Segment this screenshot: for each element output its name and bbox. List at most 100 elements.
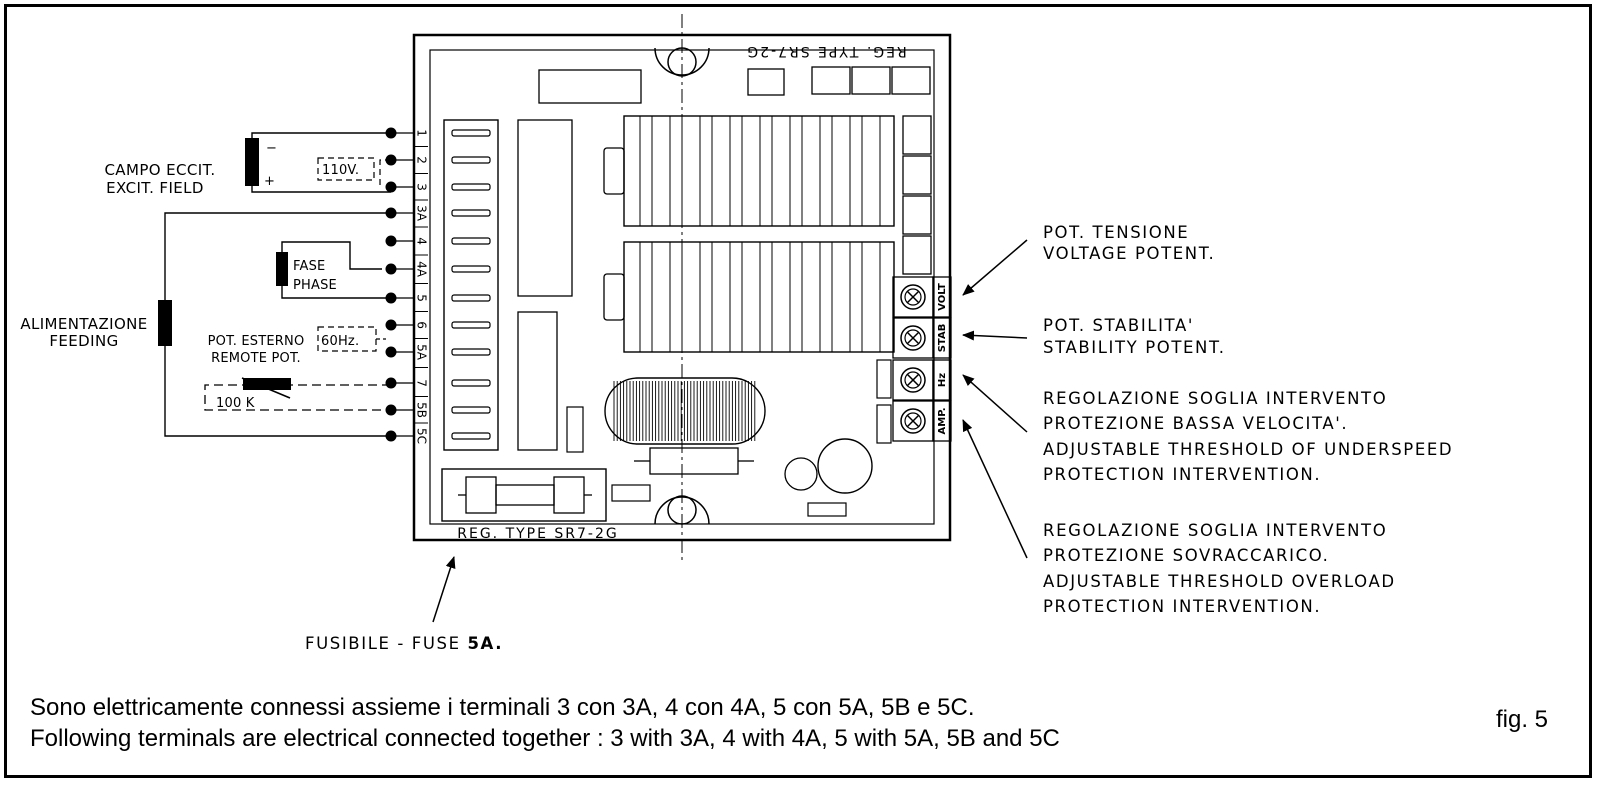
mounting-hole-top <box>654 47 710 77</box>
bottom-component <box>611 484 651 502</box>
underspeed-line-2: PROTEZIONE BASSA VELOCITA'. <box>1043 414 1348 433</box>
note-english: Following terminals are electrical conne… <box>30 725 1060 752</box>
exciter-minus: − <box>266 141 277 156</box>
pot-hz[interactable]: Hz <box>892 359 952 401</box>
underspeed-line-3: ADJUSTABLE THRESHOLD OF UNDERSPEED <box>1043 440 1453 459</box>
terminal-label-4A: 4A <box>415 261 429 278</box>
label-110v: 110V. <box>322 163 359 178</box>
underspeed-label: REGOLAZIONE SOGLIA INTERVENTO PROTEZIONE… <box>1043 389 1453 484</box>
remote-pot-label-en: REMOTE POT. <box>211 351 301 366</box>
remote-potentiometer: 100 K <box>204 377 391 411</box>
voltage-pot-label-it: POT. TENSIONE <box>1043 223 1189 242</box>
remote-pot-label-it: POT. ESTERNO <box>208 334 305 349</box>
fuse-arrow <box>432 556 456 623</box>
terminal-block <box>443 119 499 451</box>
underspeed-line-4: PROTECTION INTERVENTION. <box>1043 465 1321 484</box>
right-box-1 <box>902 115 932 155</box>
pot-side-component-2 <box>876 404 892 444</box>
capacitor-small <box>784 457 818 491</box>
mounting-hole-bottom <box>654 495 710 525</box>
stability-pot-label-it: POT. STABILITA' <box>1043 316 1194 335</box>
phase-label-en: PHASE <box>293 278 337 293</box>
coil <box>604 377 766 475</box>
overload-line-2: PROTEZIONE SOVRACCARICO. <box>1043 546 1329 565</box>
terminal-label-3: 3 <box>415 183 429 191</box>
terminal-dot-6 <box>385 319 397 331</box>
top-block-3 <box>891 66 931 95</box>
fuse-holder <box>441 468 607 522</box>
ic-lower <box>517 311 558 451</box>
hz60-jumper: 60Hz. <box>317 326 386 352</box>
terminal-label-6: 6 <box>415 321 429 329</box>
exciter-label-en: EXCIT. FIELD <box>106 179 204 197</box>
bottom-small-component <box>807 502 847 517</box>
stability-pot-label-en: STABILITY POTENT. <box>1043 338 1226 357</box>
feeding-label-en: FEEDING <box>49 332 118 350</box>
overload-line-4: PROTECTION INTERVENTION. <box>1043 597 1321 616</box>
heatsink-lower <box>603 241 895 353</box>
terminal-dot-7 <box>385 377 397 389</box>
ic-upper <box>517 119 573 297</box>
pot-label-volt: VOLT <box>937 283 948 311</box>
label-100k: 100 K <box>216 396 255 411</box>
terminal-label-5B: 5B <box>415 402 429 418</box>
terminal-connections <box>385 127 414 442</box>
pot-volt[interactable]: VOLT <box>892 276 952 318</box>
exciter-label-it: CAMPO ECCIT. <box>104 161 215 179</box>
terminal-label-3A: 3A <box>415 205 429 222</box>
overload-label: REGOLAZIONE SOGLIA INTERVENTO PROTEZIONE… <box>1043 521 1396 616</box>
overload-arrow <box>962 419 1028 559</box>
pot-stab[interactable]: STAB <box>892 317 952 359</box>
figure-frame <box>4 4 1592 778</box>
underspeed-line-1: REGOLAZIONE SOGLIA INTERVENTO <box>1043 389 1387 408</box>
pot-label-stab: STAB <box>937 324 948 353</box>
terminal-labels: 1 2 3 3A 4 4A 5 6 5A 7 5B 5C <box>414 129 429 444</box>
pot-side-component-1 <box>876 359 892 399</box>
top-block-1 <box>811 66 851 95</box>
voltage-pot-label-en: VOLTAGE POTENT. <box>1043 244 1215 263</box>
terminal-dot-4 <box>385 235 397 247</box>
terminal-label-5A: 5A <box>415 344 429 361</box>
feeding-loop <box>158 212 391 437</box>
right-box-2 <box>902 155 932 195</box>
feeding-label-it: ALIMENTAZIONE <box>20 315 147 333</box>
terminal-label-4: 4 <box>415 237 429 245</box>
exciter-plus: + <box>264 174 275 189</box>
capacitor-large <box>817 438 873 494</box>
fuse-label: FUSIBILE - FUSE 5A. <box>305 634 503 653</box>
right-box-4 <box>902 235 932 275</box>
voltage-pot-arrow <box>962 239 1028 296</box>
label-60hz: 60Hz. <box>321 334 359 349</box>
pot-label-amp: AMP. <box>937 408 948 435</box>
top-block-2 <box>851 66 891 95</box>
regulator-board: REG. TYPE SR7-2G REG. TYPE SR7-2G 1 2 3 3A 4… <box>412 33 952 542</box>
board-label-top: REG. TYPE SR7-2G <box>745 43 907 59</box>
figure-label: fig. 5 <box>1496 706 1549 733</box>
note-italian: Sono elettricamente connessi assieme i t… <box>30 694 975 721</box>
phase-connection: FASE PHASE <box>276 241 391 299</box>
notes: Sono elettricamente connessi assieme i t… <box>30 692 1060 754</box>
terminal-label-7: 7 <box>415 379 429 387</box>
exciter-field-winding: − + 110V. <box>245 132 391 193</box>
heatsink-upper <box>603 115 895 227</box>
terminal-dot-3 <box>385 181 397 193</box>
top-component-chip <box>538 69 642 104</box>
pot-amp[interactable]: AMP. <box>892 400 952 442</box>
stability-pot-arrow <box>962 330 1028 341</box>
terminal-dot-4A <box>385 263 397 275</box>
phase-label-it: FASE <box>293 259 325 274</box>
terminal-label-2: 2 <box>415 156 429 164</box>
overload-line-3: ADJUSTABLE THRESHOLD OVERLOAD <box>1043 572 1396 591</box>
overload-line-1: REGOLAZIONE SOGLIA INTERVENTO <box>1043 521 1387 540</box>
right-box-3 <box>902 195 932 235</box>
pot-label-hz: Hz <box>937 373 948 387</box>
terminal-label-5C: 5C <box>415 428 429 444</box>
top-small-component <box>747 68 785 96</box>
underspeed-arrow <box>962 374 1028 433</box>
board-label-bottom: REG. TYPE SR7-2G <box>457 526 619 542</box>
terminal-label-5: 5 <box>415 294 429 302</box>
terminal-dot-5A <box>385 346 397 358</box>
terminal-label-1: 1 <box>415 129 429 137</box>
